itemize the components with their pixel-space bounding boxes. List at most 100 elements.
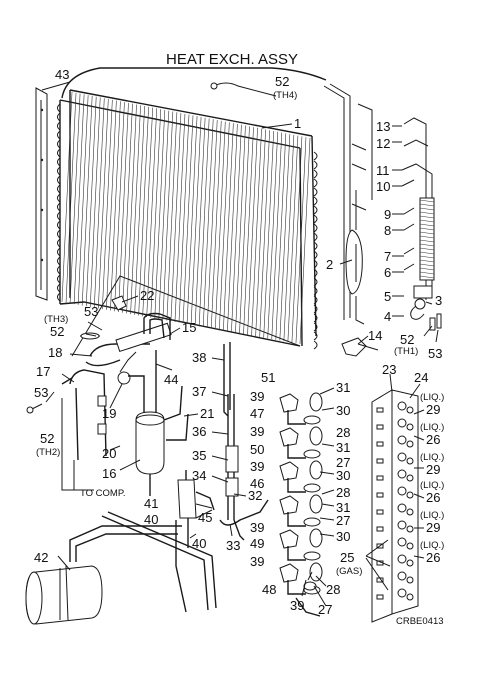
tube-bend-left	[57, 265, 61, 275]
tube-bend-right	[313, 340, 318, 350]
callout-10: 10	[376, 179, 390, 194]
tube-bend-right	[313, 295, 318, 305]
drawing-code: CRBE0413	[396, 616, 444, 627]
coil-fin	[89, 97, 101, 307]
callout-50: 50	[250, 442, 264, 457]
header-pipes	[323, 83, 373, 325]
coil-fin	[214, 121, 226, 330]
coil-wrap-line	[419, 243, 435, 247]
callout-16: 16	[102, 466, 116, 481]
tube-bend-left	[57, 121, 61, 131]
panel-valve	[397, 554, 407, 564]
service-valve	[279, 495, 299, 515]
callout-26-c: 26	[426, 550, 440, 565]
tube-bend-right	[313, 286, 318, 296]
tube-bend-left	[57, 139, 61, 149]
valve-pipe	[287, 546, 306, 561]
distributor-tubes	[401, 117, 435, 320]
callout-43: 43	[55, 67, 69, 82]
tube-bend-left	[57, 238, 61, 248]
callout-11: 11	[376, 163, 390, 178]
panel-valve-cap	[406, 576, 414, 584]
callout-28-c: 28	[326, 582, 340, 597]
coil-fin	[259, 130, 270, 337]
callout-26-a: 26	[426, 432, 440, 447]
tube-bend-right	[313, 160, 318, 170]
service-valve	[279, 563, 299, 583]
callout-6: 6	[384, 265, 391, 280]
callout-labels: 43 52 (TH4) 1 13 12 11 10 9 8 7 6 2 5 3 …	[34, 67, 444, 627]
flare-nut	[309, 460, 323, 480]
leader-lines	[41, 81, 439, 607]
panel-valve-cap	[406, 406, 414, 414]
callout-32: 32	[248, 488, 262, 503]
coil-fin	[73, 94, 85, 305]
callout-15: 15	[182, 320, 196, 335]
coil-fin	[126, 104, 137, 314]
panel-valve	[397, 486, 407, 496]
tube-bend-right	[313, 169, 318, 179]
panel-valve-cap	[406, 525, 414, 533]
callout-46: 46	[250, 476, 264, 491]
coil-fin	[81, 95, 93, 306]
flare-nut	[309, 392, 323, 412]
callout-31-c: 31	[336, 500, 350, 515]
tube-bend-left	[57, 193, 61, 203]
coil-fin	[287, 135, 299, 342]
diagram-title: HEAT EXCH. ASSY	[166, 51, 298, 68]
coil-fin	[275, 133, 287, 340]
panel-valve-cap	[406, 457, 414, 465]
coil-fin	[235, 125, 246, 333]
callout-53-right: 53	[428, 346, 442, 361]
coil-fin	[106, 100, 117, 310]
tube-bend-left	[57, 211, 61, 221]
coil-fin	[114, 102, 125, 312]
valve-pipe	[287, 580, 306, 595]
thermistor-th4	[210, 82, 277, 97]
callout-41: 41	[144, 496, 158, 511]
callout-33: 33	[226, 538, 240, 553]
callout-28-b: 28	[336, 485, 350, 500]
tube-bend-left	[57, 166, 61, 176]
note-gas: (GAS)	[336, 566, 362, 577]
tube-bend-right	[313, 205, 318, 215]
callout-8: 8	[384, 223, 391, 238]
callout-27-c: 27	[318, 602, 332, 617]
coil-fin	[142, 107, 153, 317]
coil-wrap-line	[419, 219, 435, 223]
note-liq-5: (LIQ.)	[420, 510, 444, 521]
service-valve	[279, 529, 299, 549]
compressor-piping-assembly	[26, 275, 301, 496]
coil-fin	[77, 95, 89, 305]
panel-valve	[397, 588, 407, 598]
seal-ring	[303, 517, 321, 527]
panel-slot	[376, 594, 384, 600]
coil-fin	[102, 99, 113, 310]
callout-26-b: 26	[426, 490, 440, 505]
coil-fin	[65, 92, 77, 303]
tube-bend-left	[57, 292, 61, 302]
panel-valve-cap	[406, 559, 414, 567]
coil-wrap-line	[419, 247, 435, 251]
callout-27-a: 27	[336, 455, 350, 470]
flare-nut	[309, 494, 323, 514]
coil-fin	[223, 123, 234, 331]
callout-21: 21	[200, 406, 214, 421]
panel-valve	[397, 520, 407, 530]
coil-fin	[150, 109, 162, 318]
coil-fin	[231, 124, 242, 332]
callout-44: 44	[164, 372, 178, 387]
panel-valve	[397, 571, 407, 581]
callout-52-th3: 52	[50, 324, 64, 339]
panel-valve	[397, 418, 407, 428]
callout-51: 51	[261, 370, 275, 385]
callout-12: 12	[376, 136, 390, 151]
tube-bend-right	[313, 178, 318, 188]
callout-38: 38	[192, 350, 206, 365]
callout-29-b: 29	[426, 462, 440, 477]
coil-fin	[166, 112, 178, 321]
coil-wrap-line	[419, 199, 435, 203]
coil-fin	[299, 137, 311, 345]
callout-20: 20	[102, 446, 116, 461]
tube-bend-left	[57, 274, 61, 284]
